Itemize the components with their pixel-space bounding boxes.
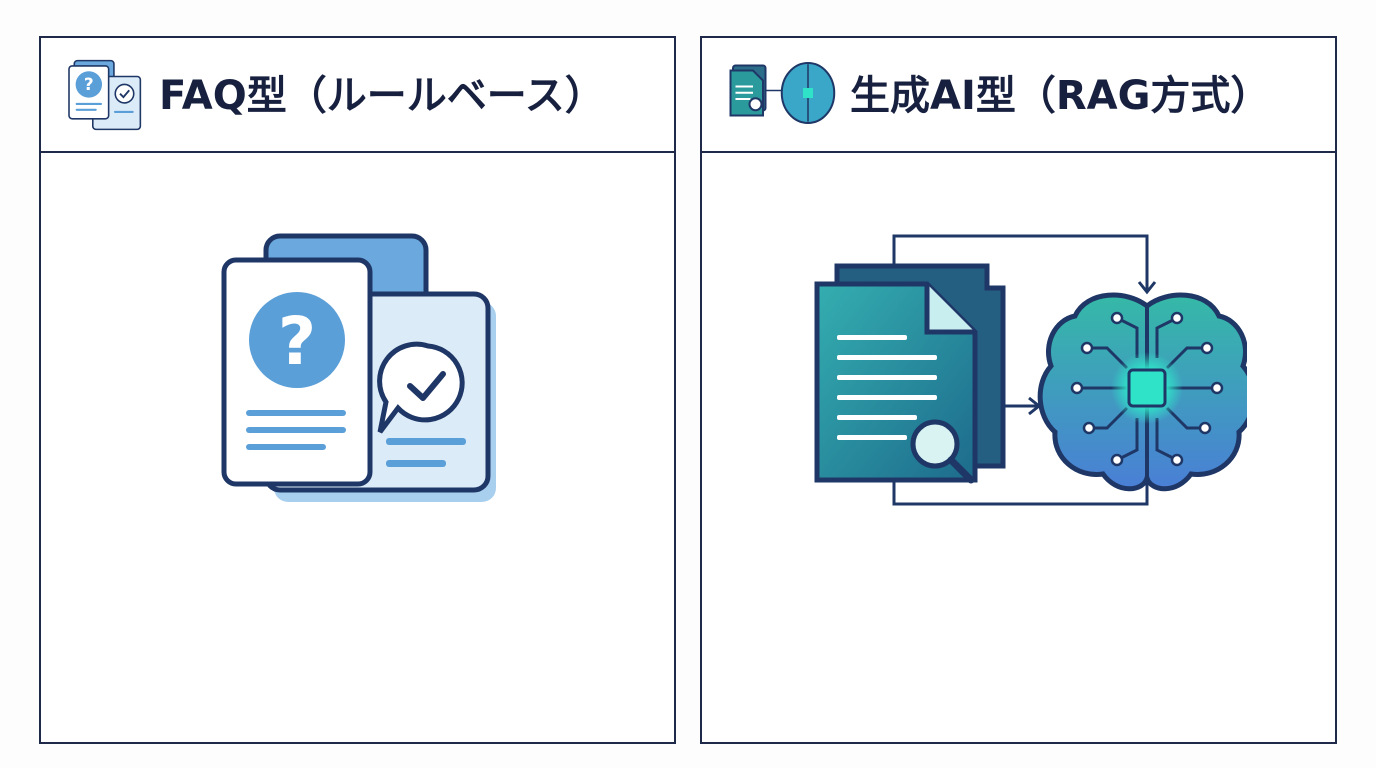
rag-illustration xyxy=(807,228,1257,552)
faq-document-icon: ? xyxy=(67,58,145,136)
rag-document-brain-icon xyxy=(728,58,838,132)
faq-panel-header: ? FAQ型（ルールベース） xyxy=(41,38,674,153)
rag-illustration-icon xyxy=(814,234,1257,506)
svg-text:?: ? xyxy=(278,303,316,380)
faq-illustration: ? xyxy=(216,228,506,512)
svg-text:?: ? xyxy=(84,74,94,94)
rag-panel: 生成AI型（RAG方式） xyxy=(700,36,1337,744)
faq-illustration-icon: ? xyxy=(221,233,496,502)
rag-panel-header: 生成AI型（RAG方式） xyxy=(702,38,1335,153)
rag-panel-title: 生成AI型（RAG方式） xyxy=(850,73,1271,119)
faq-panel-title: FAQ型（ルールベース） xyxy=(159,73,605,119)
faq-panel: ? FAQ型（ルールベース） xyxy=(39,36,676,744)
